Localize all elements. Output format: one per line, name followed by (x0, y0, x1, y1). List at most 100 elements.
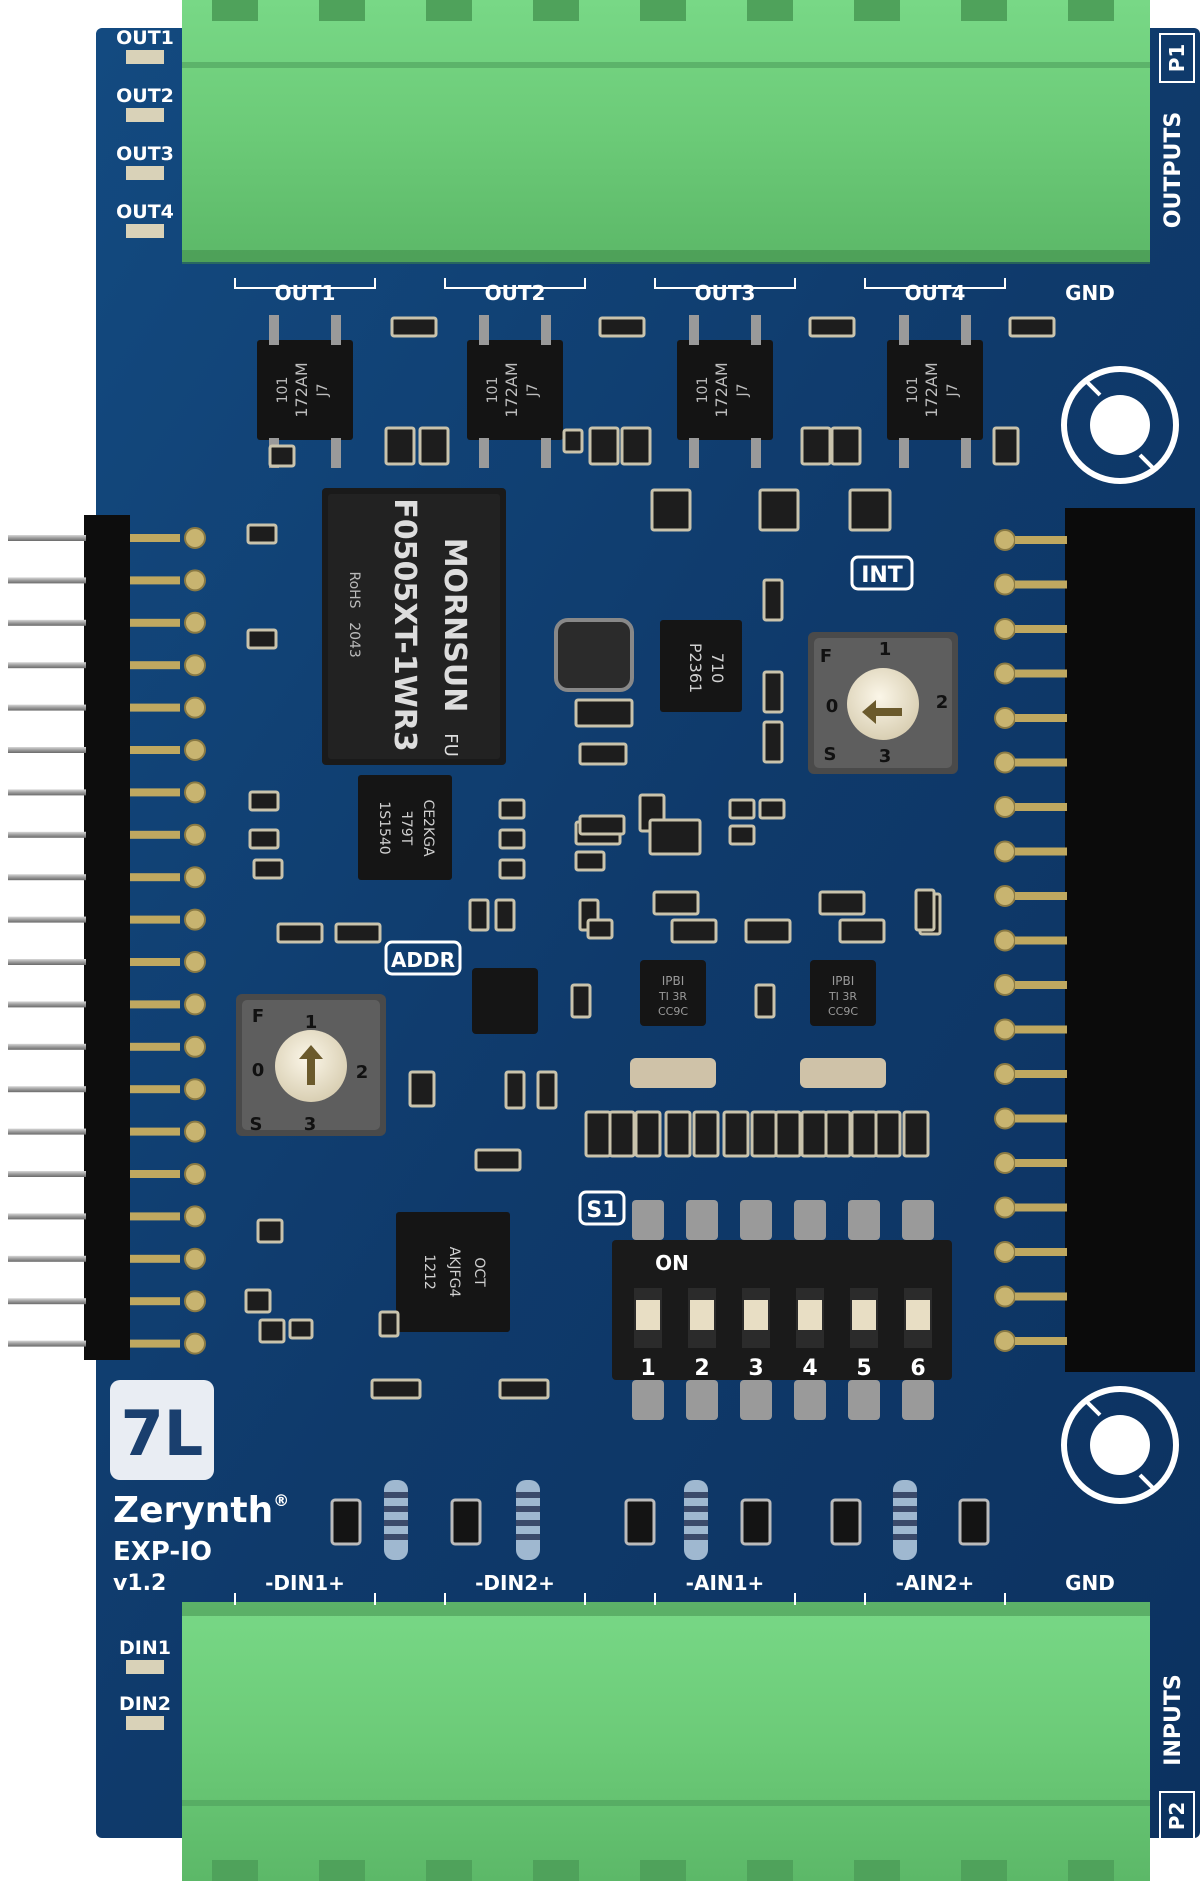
header-pin (8, 1298, 86, 1305)
smd-component (824, 1110, 852, 1158)
solder-pad (994, 885, 1016, 907)
dip-pad (848, 1200, 880, 1240)
rotary-tick: 3 (304, 1114, 317, 1135)
svg-text:101: 101 (905, 377, 921, 404)
svg-text:172AM: 172AM (712, 362, 731, 417)
led (126, 166, 164, 180)
header-pin (8, 535, 86, 541)
smd-component (586, 918, 614, 940)
solder-pad (994, 1152, 1016, 1174)
adc-ic-2: IPBI TI 3R CC9C (810, 960, 876, 1026)
rotary-tick: 2 (936, 692, 949, 713)
svg-text:CE2KGA: CE2KGA (420, 799, 436, 857)
dip-lever[interactable] (636, 1300, 660, 1330)
svg-text:INT: INT (861, 563, 903, 588)
smd-component (248, 828, 280, 850)
solder-pad (994, 796, 1016, 818)
solder-pad (184, 1078, 206, 1101)
input-gnd-label: GND (1065, 1571, 1115, 1595)
header-pin (8, 662, 86, 669)
header-pin (1015, 1337, 1067, 1345)
header-pin (8, 1128, 86, 1135)
dip-pad (794, 1380, 826, 1420)
header-pin (130, 1339, 180, 1348)
solder-pad (184, 654, 206, 677)
svg-text:P2361: P2361 (686, 643, 705, 693)
svg-text:101: 101 (695, 377, 711, 404)
smd-component (648, 818, 702, 856)
header-pin (8, 619, 86, 626)
terminal-tooth (640, 0, 686, 21)
smd-component (902, 1110, 930, 1158)
input-channel-label: -DIN1+ (265, 1571, 345, 1595)
input-channel-label: -DIN2+ (475, 1571, 555, 1595)
svg-text:710: 710 (708, 653, 727, 684)
header-pin (8, 1340, 86, 1347)
header-pin (1015, 1070, 1067, 1078)
svg-text:172AM: 172AM (922, 362, 941, 417)
header-pin (8, 1213, 86, 1220)
smd-component (800, 426, 832, 466)
smd-component (762, 670, 784, 714)
terminal-tooth (212, 1860, 258, 1881)
header-pin (130, 746, 180, 754)
solder-pad (184, 611, 206, 634)
led-label: OUT1 (116, 27, 174, 49)
dip-lever[interactable] (690, 1300, 714, 1330)
led (126, 1716, 164, 1730)
header-pin (8, 577, 86, 584)
smd-component (754, 983, 776, 1019)
smd-component (578, 742, 628, 766)
led-label: OUT2 (116, 85, 174, 107)
header-pin (1015, 1292, 1067, 1301)
header-pin (130, 1254, 180, 1263)
smd-component (252, 858, 284, 880)
solder-pad (184, 951, 206, 973)
diode (450, 1498, 482, 1546)
rotary-tick: S (824, 744, 837, 765)
svg-text:IPBI: IPBI (662, 974, 685, 988)
solder-pad (994, 974, 1016, 996)
header-pin (130, 618, 180, 627)
output-terminal-block (182, 0, 1150, 264)
board-model: EXP-IO (113, 1537, 212, 1567)
smd-component (246, 523, 278, 545)
smd-component (256, 1218, 284, 1244)
input-channel-label: -AIN2+ (896, 1571, 975, 1595)
dip-lever[interactable] (744, 1300, 768, 1330)
header-pin (130, 1297, 180, 1306)
smd-component (620, 426, 652, 466)
solder-pad (994, 1107, 1016, 1130)
board-version: v1.2 (113, 1571, 166, 1596)
smd-component (762, 578, 784, 622)
axial-resistor (516, 1480, 540, 1560)
solder-pad (184, 1247, 206, 1270)
header-pin (130, 873, 180, 882)
dip-position-label: 4 (802, 1356, 817, 1381)
led-label: DIN2 (119, 1693, 171, 1715)
solder-pad (184, 696, 206, 719)
dip-position-label: 6 (910, 1356, 925, 1381)
header-pin (8, 1043, 86, 1050)
output-channel-label: OUT1 (275, 281, 336, 305)
smd-component (692, 1110, 720, 1158)
smd-component (722, 1110, 750, 1158)
mounting-hole-top (1061, 366, 1179, 484)
mux-ic: 1212 AKJFG4 OCT (396, 1212, 510, 1332)
dip-position-label: 3 (748, 1356, 763, 1381)
dip-lever[interactable] (798, 1300, 822, 1330)
smd-component (370, 1378, 422, 1400)
rotary-knob[interactable] (847, 668, 919, 740)
axial-resistor (384, 1480, 408, 1560)
dip-lever[interactable] (906, 1300, 930, 1330)
dip-lever[interactable] (852, 1300, 876, 1330)
header-pin (130, 915, 180, 924)
smd-component (498, 798, 526, 820)
